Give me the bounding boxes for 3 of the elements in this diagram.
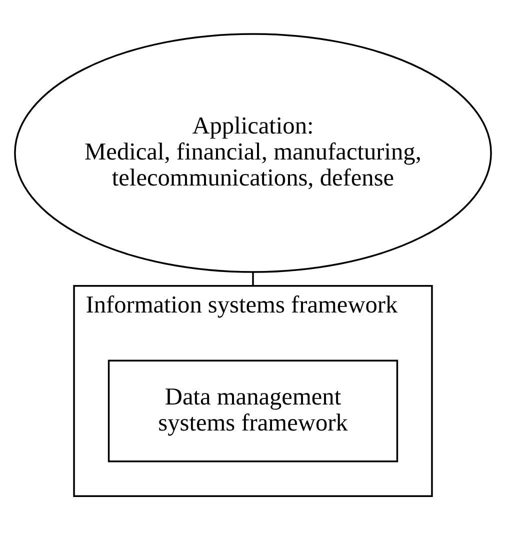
- connector: [252, 272, 254, 286]
- node-box: Data management systems framework: [108, 360, 398, 462]
- node-ellipse: Application: Medical, financial, manufacturing, telecommunications, defense: [14, 33, 492, 273]
